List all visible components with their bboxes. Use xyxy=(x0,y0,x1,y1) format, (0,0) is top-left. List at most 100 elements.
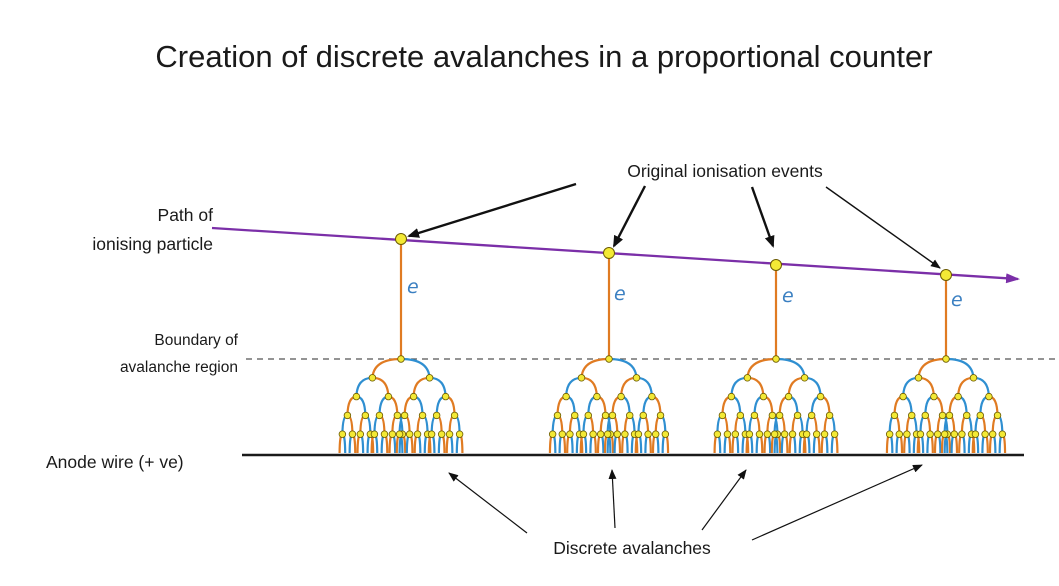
avalanche-node xyxy=(441,392,450,401)
avalanche-node xyxy=(958,430,966,438)
path-label-line1: Path of xyxy=(158,205,214,225)
avalanche-node xyxy=(370,430,379,438)
avalanche-branch xyxy=(400,357,431,378)
avalanche-node xyxy=(400,411,409,420)
anode-wire-label: Anode wire (+ ve) xyxy=(46,452,184,472)
avalanche-node xyxy=(763,430,772,438)
electron-drift-lines xyxy=(399,240,948,358)
avalanche-node xyxy=(768,411,777,420)
ionisation-event-4 xyxy=(940,269,952,281)
avalanche-node xyxy=(788,430,797,438)
avalanche-node xyxy=(825,411,834,420)
avalanche-node xyxy=(596,430,605,438)
avalanche-node xyxy=(727,392,736,401)
avalanche-node xyxy=(812,430,821,438)
avalanche-branch xyxy=(917,357,947,378)
avalanche-arrow-4 xyxy=(751,464,923,541)
avalanche-node xyxy=(605,355,613,363)
avalanche-node xyxy=(393,411,402,420)
avalanche-tree-2 xyxy=(548,355,670,454)
avalanche-node xyxy=(338,430,347,438)
avalanche-tree-1 xyxy=(338,355,464,454)
avalanche-node xyxy=(988,430,997,438)
avalanche-branch xyxy=(355,376,373,397)
event-arrow-1 xyxy=(407,182,577,238)
ionisation-event-3 xyxy=(770,259,782,271)
ionisation-event-2 xyxy=(603,247,615,259)
avalanche-node xyxy=(993,411,1002,420)
avalanche-node xyxy=(969,374,978,382)
discrete-avalanches-arrows xyxy=(448,464,923,541)
avalanche-node xyxy=(450,411,459,420)
avalanche-node xyxy=(899,392,907,401)
avalanche-node xyxy=(976,411,984,420)
avalanche-node xyxy=(950,430,959,438)
avalanche-node xyxy=(802,430,811,438)
avalanche-node xyxy=(656,411,665,420)
avalanche-node xyxy=(895,430,904,438)
avalanche-node xyxy=(942,355,950,363)
avalanche-node xyxy=(548,430,557,438)
avalanche-node xyxy=(933,430,942,438)
avalanche-node xyxy=(562,392,570,401)
avalanche-tree-4 xyxy=(885,355,1007,454)
avalanche-node xyxy=(384,392,393,401)
avalanche-branch xyxy=(608,357,638,378)
avalanche-arrow-2 xyxy=(608,469,617,529)
avalanche-node xyxy=(890,411,899,420)
avalanche-node xyxy=(603,430,612,438)
avalanche-node xyxy=(784,392,793,401)
electron-labels: e e e e xyxy=(407,276,963,311)
avalanche-node xyxy=(743,374,752,382)
avalanche-node xyxy=(437,430,446,438)
event-arrow-3 xyxy=(750,186,775,248)
avalanche-node xyxy=(908,411,916,420)
avalanche-node xyxy=(963,411,971,420)
avalanche-node xyxy=(361,411,370,420)
avalanche-tree-3 xyxy=(713,355,839,454)
avalanche-node xyxy=(427,430,436,438)
avalanche-node xyxy=(608,411,617,420)
avalanche-node xyxy=(770,430,779,438)
avalanche-node xyxy=(772,355,780,363)
avalanche-node xyxy=(945,411,954,420)
avalanche-node xyxy=(885,430,894,438)
avalanche-branch xyxy=(787,376,805,397)
avalanche-node xyxy=(940,430,949,438)
diagram-title: Creation of discrete avalanches in a pro… xyxy=(155,39,932,74)
electron-label-3: e xyxy=(782,285,794,307)
avalanche-node xyxy=(723,430,732,438)
avalanche-branch xyxy=(412,376,430,397)
avalanche-node xyxy=(926,430,934,438)
avalanche-node xyxy=(981,430,989,438)
ionisation-events xyxy=(395,233,952,281)
avalanche-node xyxy=(750,411,759,420)
avalanche-node xyxy=(577,374,586,382)
avalanche-node xyxy=(579,430,588,438)
avalanche-node xyxy=(558,430,567,438)
avalanche-node xyxy=(571,411,579,420)
avalanche-branch xyxy=(429,376,447,397)
avalanche-node xyxy=(745,430,754,438)
avalanche-node xyxy=(914,374,923,382)
avalanche-node xyxy=(632,374,641,382)
avalanche-node xyxy=(413,430,422,438)
avalanche-node xyxy=(593,392,601,401)
avalanche-node xyxy=(644,430,652,438)
avalanche-node xyxy=(553,411,562,420)
avalanche-node xyxy=(971,430,980,438)
avalanche-node xyxy=(348,430,357,438)
avalanche-node xyxy=(343,411,352,420)
avalanche-node xyxy=(405,430,414,438)
avalanche-arrow-3 xyxy=(701,469,747,531)
avalanche-node xyxy=(566,430,574,438)
avalanche-node xyxy=(938,411,947,420)
avalanche-branch xyxy=(945,357,975,378)
avalanche-node xyxy=(380,430,389,438)
original-events-arrows xyxy=(407,182,941,269)
avalanche-branch xyxy=(804,376,822,397)
avalanche-node xyxy=(954,392,962,401)
avalanche-node xyxy=(661,430,670,438)
